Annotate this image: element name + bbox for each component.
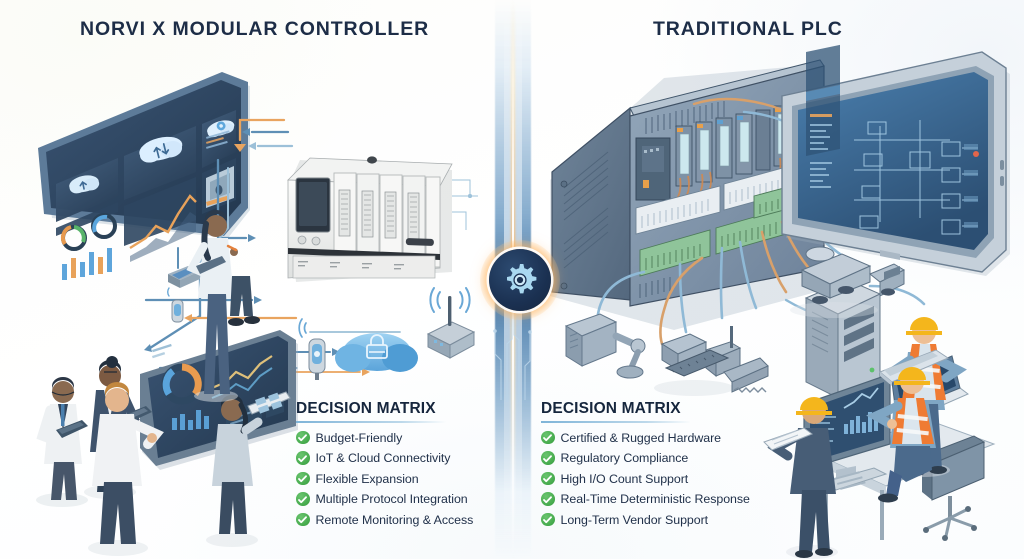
list-item: Remote Monitoring & Access (296, 510, 496, 529)
person-partial-legs (228, 276, 260, 326)
check-icon (296, 430, 310, 445)
engineering-workstation-monitor (781, 44, 1010, 276)
engineer-hardhat-seated (866, 367, 936, 503)
check-icon (296, 512, 310, 527)
iot-sensor-node (298, 318, 326, 380)
list-item-label: Real-Time Deterministic Response (560, 492, 750, 506)
list-item-label: Flexible Expansion (315, 471, 419, 486)
divider-circuit-traces (493, 306, 532, 402)
left-decision-matrix: DECISION MATRIX Budget-Friendly IoT & Cl… (296, 400, 496, 531)
right-matrix-heading: DECISION MATRIX (541, 400, 681, 417)
bar-chart-widget (62, 248, 112, 280)
list-item: Real-Time Deterministic Response (541, 490, 771, 509)
list-item: Multiple Protocol Integration (296, 490, 496, 509)
tile-text-lines (205, 130, 230, 149)
check-icon (296, 471, 310, 486)
server-tower (804, 279, 882, 399)
iot-sensor-node-small (167, 287, 184, 323)
list-item: High I/O Count Support (541, 469, 771, 488)
list-item: Regulatory Compliance (541, 449, 771, 468)
gear-icon (507, 264, 537, 294)
check-icon (541, 492, 555, 506)
list-item: Flexible Expansion (296, 469, 496, 488)
check-icon (296, 451, 310, 465)
right-matrix-rule (541, 421, 691, 423)
check-icon (541, 451, 555, 465)
gear-divider-node (480, 240, 560, 320)
check-icon (541, 471, 555, 486)
left-matrix-rule (296, 421, 446, 423)
bulldozer-vehicle (654, 326, 769, 396)
right-panel-title: TRADITIONAL PLC (653, 18, 843, 40)
left-panel-illustration (36, 72, 478, 556)
norvi-modular-controller (287, 156, 478, 282)
left-panel-title: NORVI X MODULAR CONTROLLER (80, 18, 430, 40)
list-item-label: Regulatory Compliance (560, 451, 689, 465)
list-item: Long-Term Vendor Support (541, 510, 771, 529)
check-icon (296, 492, 310, 506)
check-icon (541, 430, 555, 445)
person-operator-upper (186, 210, 238, 402)
list-item: Certified & Rugged Hardware (541, 428, 771, 447)
list-item-label: IoT & Cloud Connectivity (315, 451, 451, 465)
list-item-label: Long-Term Vendor Support (560, 512, 709, 527)
list-item: IoT & Cloud Connectivity (296, 449, 496, 468)
line-chart-widget (129, 194, 197, 262)
industrial-actuator-motor (564, 313, 646, 379)
list-item: Budget-Friendly (296, 428, 496, 447)
plc-control-cabinet (550, 59, 825, 330)
left-matrix-heading: DECISION MATRIX (296, 400, 436, 417)
check-icon (541, 512, 555, 527)
wireless-router-antenna (426, 287, 476, 359)
right-matrix-list: Certified & Rugged Hardware Regulatory C… (541, 428, 771, 529)
cloud-upload-icon (69, 175, 100, 194)
supervisor-with-clipboard (763, 397, 838, 559)
list-item-label: Multiple Protocol Integration (315, 492, 468, 506)
right-panel-illustration (550, 44, 1010, 559)
person-presenter-front (88, 382, 164, 556)
right-decision-matrix: DECISION MATRIX Certified & Rugged Hardw… (541, 400, 771, 531)
business-team-group (36, 210, 291, 556)
list-item-label: Certified & Rugged Hardware (560, 430, 722, 445)
tablet-bar-chart (172, 410, 209, 430)
ladder-logic-diagram (854, 120, 978, 235)
cloud-sync-icon (139, 136, 183, 163)
list-item-label: Remote Monitoring & Access (315, 512, 474, 527)
person-analyst-left (36, 377, 88, 507)
person-engineer-right (206, 391, 291, 547)
right-personnel-group (763, 317, 967, 559)
gauge-widgets (60, 213, 117, 251)
cloud-security-icon (335, 333, 418, 372)
tablet-donut-chart (161, 363, 203, 405)
tanker-truck (790, 246, 906, 318)
list-item-label: Budget-Friendly (315, 430, 403, 445)
left-matrix-list: Budget-Friendly IoT & Cloud Connectivity… (296, 428, 496, 529)
list-item-label: High I/O Count Support (560, 471, 689, 486)
